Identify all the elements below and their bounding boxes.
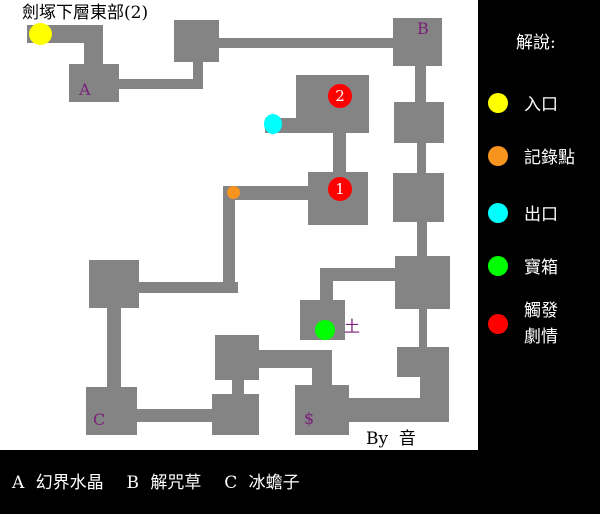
corridor: [223, 186, 308, 200]
room-c: [86, 387, 137, 435]
corridor: [320, 268, 333, 300]
corridor: [107, 308, 121, 387]
legend-label: 出口: [524, 205, 558, 225]
room-a: [69, 64, 119, 102]
corridor: [193, 60, 203, 89]
room: [393, 173, 444, 222]
legend-label: 記錄點: [524, 148, 575, 168]
corridor: [320, 268, 395, 281]
dungeon-map: 劍塚下層東部(2) A B C $ 土 1 2 By 音: [0, 0, 478, 450]
orange-dot-icon: [488, 145, 508, 166]
corridor: [417, 222, 427, 256]
corridor: [223, 188, 235, 293]
room-b: [393, 18, 442, 66]
room: [212, 394, 259, 435]
exit-marker: [264, 114, 282, 134]
corridor: [232, 380, 244, 394]
corridor: [84, 25, 103, 65]
room: [215, 335, 259, 380]
legend-label: 觸發 劇情: [524, 301, 558, 347]
legend-exit: 出口: [488, 200, 558, 225]
room: [89, 260, 139, 308]
red-dot-icon: [488, 314, 508, 334]
save-point-marker: [227, 186, 240, 199]
corridor: [415, 66, 426, 102]
corridor: [259, 350, 332, 368]
corridor: [137, 409, 212, 422]
room-label-c: C: [93, 410, 106, 429]
corridor: [419, 309, 427, 348]
credit: By 音: [366, 429, 416, 449]
treasure-marker: [315, 320, 335, 340]
legend-treasure: 寶箱: [488, 253, 558, 278]
room: [394, 102, 444, 143]
room: [174, 20, 219, 62]
room-label-b: B: [417, 19, 429, 38]
corridor: [119, 79, 203, 89]
corridor: [333, 133, 346, 172]
room-label-dollar: $: [304, 409, 315, 428]
green-dot-icon: [488, 255, 508, 276]
event-marker-2: 2: [328, 84, 352, 108]
corridor: [417, 143, 426, 173]
legend-entrance: 入口: [488, 90, 558, 115]
item-caption: A 幻界水晶 B 解咒草 C 冰蟾子: [12, 473, 300, 493]
corridor: [349, 398, 449, 422]
corridor: [139, 282, 238, 293]
cyan-dot-icon: [488, 202, 508, 223]
legend-label: 寶箱: [524, 258, 558, 278]
room-label-a: A: [79, 80, 91, 99]
room: [395, 256, 450, 309]
map-title: 劍塚下層東部(2): [22, 3, 149, 23]
event-marker-1: 1: [328, 177, 352, 201]
legend-save-point: 記錄點: [488, 143, 575, 168]
legend-event: 觸發 劇情: [488, 298, 558, 350]
corridor: [219, 38, 395, 48]
legend-label: 入口: [524, 95, 558, 115]
yellow-dot-icon: [488, 92, 508, 113]
room-dollar: [295, 385, 349, 435]
legend-title: 解說:: [516, 33, 556, 53]
entrance-marker: [29, 23, 52, 45]
room-label-earth: 土: [344, 317, 361, 336]
